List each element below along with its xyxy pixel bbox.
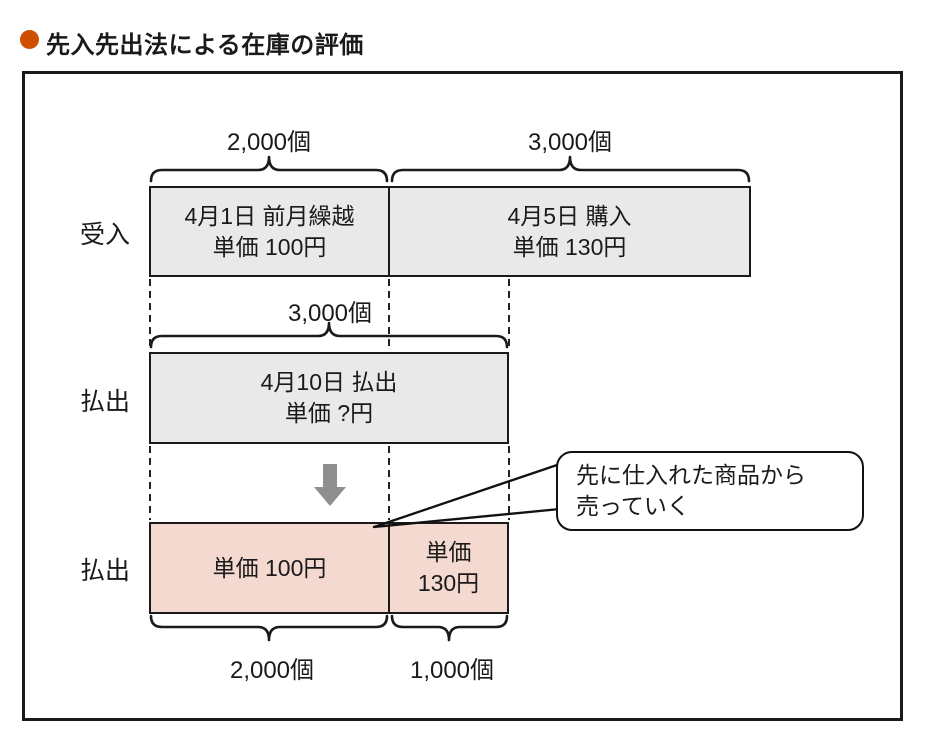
row-label-issue: 払出	[80, 388, 131, 416]
result-box-130yen: 単価 130円	[388, 522, 509, 614]
issue-box-line2: 単価 ?円	[284, 400, 374, 426]
qty-bottom-left: 2,000個	[229, 657, 315, 684]
qty-middle: 3,000個	[287, 300, 373, 327]
receive-box-purchase-line2: 単価 130円	[512, 233, 627, 260]
qty-top-left: 2,000個	[226, 129, 312, 156]
orange-bullet-icon	[20, 30, 39, 49]
receive-box-purchase-line1: 4月5日 購入	[507, 202, 632, 229]
row-label-receive: 受入	[80, 221, 131, 249]
receive-box-purchase: 4月5日 購入 単価 130円	[388, 186, 751, 277]
issue-box: 4月10日 払出 単価 ?円	[149, 352, 509, 444]
receive-box-carryover-line1: 4月1日 前月繰越	[184, 202, 355, 229]
receive-box-carryover-line2: 単価 100円	[212, 233, 327, 260]
row-label-issue-result: 払出	[80, 557, 131, 585]
receive-box-carryover: 4月1日 前月繰越 単価 100円	[149, 186, 390, 277]
result-box-100yen: 単価 100円	[149, 522, 390, 614]
qty-top-right: 3,000個	[527, 129, 613, 156]
result-box-130yen-line2: 130円	[417, 570, 480, 596]
page-title: 先入先出法による在庫の評価	[46, 32, 364, 59]
result-box-100yen-line1: 単価 100円	[212, 554, 327, 581]
result-box-130yen-line1: 単価	[425, 539, 472, 565]
callout-line2: 売っていく	[576, 493, 690, 519]
callout-line1: 先に仕入れた商品から	[576, 462, 806, 488]
callout-bubble: 先に仕入れた商品から 売っていく	[556, 451, 864, 531]
issue-box-line1: 4月10日 払出	[260, 369, 398, 395]
qty-bottom-right: 1,000個	[409, 657, 495, 684]
